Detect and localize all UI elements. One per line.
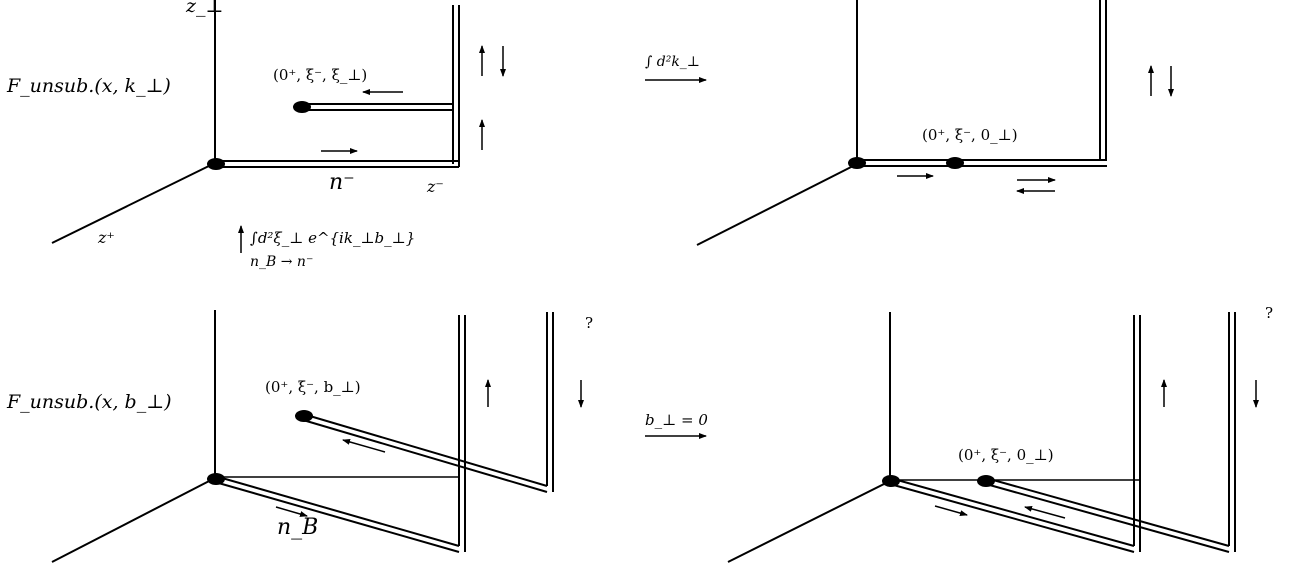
transition-label-integral: ∫d²ξ_⊥ e^{ik_⊥b_⊥}	[250, 229, 415, 247]
point-label-bottom-left: (0⁺, ξ⁻, b_⊥)	[265, 378, 361, 396]
transition-label-b-zero: b_⊥ = 0	[645, 411, 708, 429]
panel-top-left	[51, 0, 460, 244]
axis-label-z-perp: z_⊥	[185, 0, 223, 17]
transition-label-int-k: ∫ d²k_⊥	[645, 54, 700, 70]
panel-bottom-left	[51, 310, 554, 563]
wilson-line-nb	[214, 475, 460, 547]
axis-label-z-plus: z⁺	[97, 228, 115, 247]
origin-dot-tl	[207, 158, 225, 170]
point-dot-br	[977, 475, 995, 487]
arrow-nb-bl	[275, 506, 308, 517]
axis-z-plus	[51, 162, 216, 244]
panel-top-right	[696, 0, 1107, 246]
point-label-top-left: (0⁺, ξ⁻, ξ_⊥)	[273, 66, 367, 84]
wilson-line-br-2	[985, 477, 1230, 547]
wilson-line-br-1	[889, 477, 1135, 547]
axis-label-z-minus: z⁻	[426, 177, 444, 196]
arrow-diag-br-1	[934, 505, 968, 516]
function-label-top: F_unsub.(x, k_⊥)	[6, 75, 171, 97]
point-dot-tr	[946, 157, 964, 169]
transition-label-nb: n_B → n⁻	[250, 254, 313, 270]
function-label-bottom: F_unsub.(x, b_⊥)	[6, 391, 172, 413]
panel-bottom-right	[727, 312, 1236, 563]
wilson-line-point-bl	[302, 413, 548, 487]
question-mark-br: ?	[1265, 304, 1273, 322]
origin-dot-bl	[207, 473, 225, 485]
axis-diagonal-br	[727, 480, 891, 563]
vector-label-n-minus: n⁻	[329, 170, 355, 195]
point-label-bottom-right: (0⁺, ξ⁻, 0_⊥)	[958, 446, 1054, 464]
vector-label-nb: n_B	[277, 515, 318, 540]
arrow-diag-bl	[342, 439, 386, 453]
origin-dot-br	[882, 475, 900, 487]
point-dot-tl	[293, 101, 311, 113]
point-label-top-right: (0⁺, ξ⁻, 0_⊥)	[922, 126, 1018, 144]
axis-z-plus-tr	[696, 163, 858, 246]
point-dot-bl	[295, 410, 313, 422]
arrow-diag-br-2	[1024, 505, 1066, 519]
axis-diagonal-bl	[51, 477, 216, 563]
question-mark-bl: ?	[585, 314, 593, 332]
origin-dot-tr	[848, 157, 866, 169]
